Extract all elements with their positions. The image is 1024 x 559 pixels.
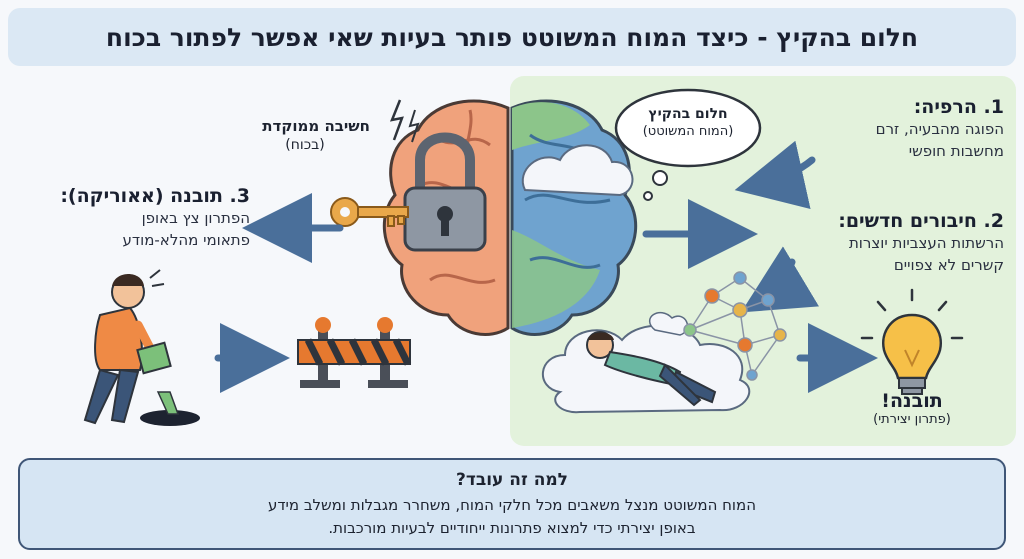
why-line-1: המוח המשוטט מנצל משאבים מכל חלקי המוח, מ… — [267, 496, 757, 514]
key-icon — [330, 197, 409, 227]
dream-subtitle: (המוח המשוטט) — [642, 124, 734, 139]
step-2-title: 2. חיבורים חדשים: — [838, 210, 1004, 232]
step-3-line1: הפתרון צץ באופן — [141, 209, 250, 227]
focused-subtitle: (בכוח) — [285, 137, 325, 153]
step-1: 1. הרפיה: הפוגה מהבעיה, זרם מחשבות חופשי — [774, 96, 1004, 162]
dream-title: חלום בהקיץ — [648, 106, 728, 122]
insight-subtitle: (פתרון יצירתי) — [873, 412, 951, 427]
step-2-line1: הרשתות העצביות יוצרות — [848, 234, 1004, 252]
barrier-icon — [297, 317, 412, 388]
why-title: למה זה עובד? — [456, 470, 568, 490]
tension-icon — [389, 99, 420, 143]
insight-title: תובנה! — [881, 390, 943, 412]
title-bar: חלום בהקיץ - כיצד המוח המשוטט פותר בעיות… — [8, 8, 1016, 66]
step-1-title: 1. הרפיה: — [913, 96, 1004, 118]
step-2-line2: קשרים לא צפויים — [893, 256, 1004, 274]
cloud-icon — [521, 144, 634, 197]
why-body: המוח המשוטט מנצל משאבים מכל חלקי המוח, מ… — [20, 494, 1004, 540]
step-1-line2: מחשבות חופשי — [908, 142, 1004, 160]
dreaming-man-icon — [542, 311, 751, 414]
step-3-line2: פתאומי מהלא-מודע — [122, 231, 250, 249]
dream-bubble — [614, 88, 762, 201]
step-3: 3. תובנה (אאוריקה): הפתרון צץ באופן פתאו… — [20, 185, 250, 251]
network-icon — [683, 271, 787, 381]
insight-label: תובנה! (פתרון יצירתי) — [852, 390, 972, 427]
padlock-icon — [403, 132, 487, 252]
step-2: 2. חיבורים חדשים: הרשתות העצביות יוצרות … — [734, 210, 1004, 276]
why-line-2: באופן יצירתי כדי למצוא פתרונות ייחודיים … — [328, 519, 696, 537]
dream-bubble-label: חלום בהקיץ (המוח המשוטט) — [625, 106, 751, 139]
page-title: חלום בהקיץ - כיצד המוח המשוטט פותר בעיות… — [105, 22, 919, 52]
step-3-title: 3. תובנה (אאוריקה): — [60, 185, 250, 207]
step-1-line1: הפוגה מהבעיה, זרם — [875, 120, 1004, 138]
focused-title: חשיבה ממוקדת — [262, 117, 370, 135]
frustrated-man-icon — [83, 269, 200, 426]
why-it-works-box: למה זה עובד? המוח המשוטט מנצל משאבים מכל… — [18, 458, 1006, 550]
lightbulb-icon — [860, 288, 964, 395]
focused-thinking-label: חשיבה ממוקדת (בכוח) — [200, 117, 370, 153]
